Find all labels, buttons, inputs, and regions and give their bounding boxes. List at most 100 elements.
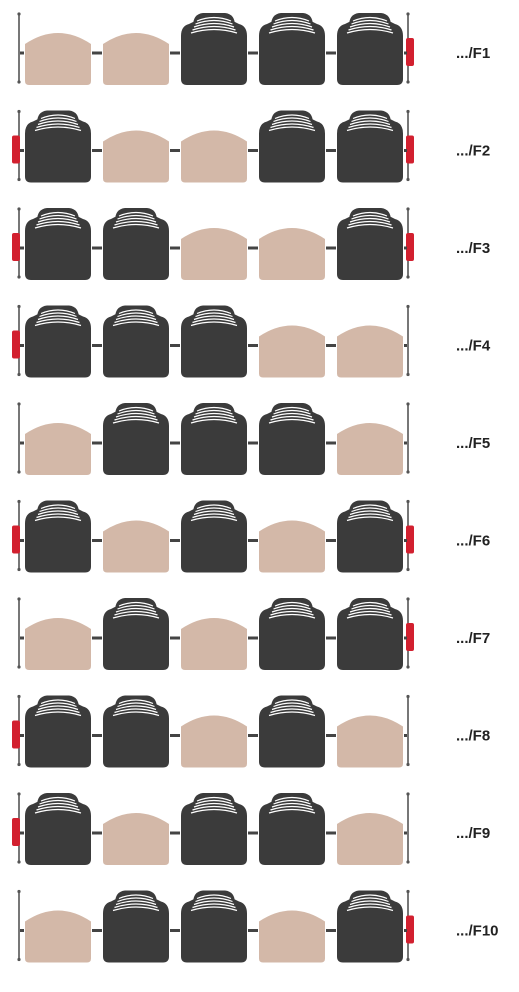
occupied-seat-shape — [337, 17, 403, 85]
seat-connector — [170, 831, 180, 835]
backrest-line — [117, 604, 155, 610]
backrest-line — [348, 903, 392, 909]
seat-empty — [181, 618, 247, 670]
backrest-line — [39, 117, 77, 123]
backrest-line — [40, 309, 76, 315]
backrest-line — [36, 220, 80, 226]
backrest-line — [190, 516, 238, 522]
seat-occupied — [25, 208, 91, 280]
seat-occupied — [259, 110, 325, 183]
seat-connector — [20, 51, 24, 55]
rail-cap — [17, 567, 21, 572]
seat-connector — [326, 344, 336, 347]
seat-backrest — [37, 500, 79, 514]
occupied-seat-shape — [181, 797, 247, 865]
rail-cap — [17, 372, 21, 377]
occupied-seat-shape — [181, 17, 247, 85]
row-label: .../F1 — [456, 45, 490, 62]
seat-backrest — [349, 890, 391, 904]
backrest-line — [34, 711, 82, 717]
occupied-seat-shape — [337, 212, 403, 280]
backrest-line — [196, 504, 232, 510]
row-label: .../F5 — [456, 435, 490, 452]
empty-seat-shape — [337, 423, 403, 475]
empty-seat-shape — [181, 618, 247, 670]
seat-empty — [103, 813, 169, 865]
seat-backrest — [193, 403, 235, 416]
backrest-line — [352, 114, 388, 120]
backrest-line — [348, 610, 392, 616]
empty-seat-shape — [259, 325, 325, 378]
seat-occupied — [103, 208, 169, 280]
empty-seat-shape — [25, 910, 91, 963]
seat-connector — [404, 929, 407, 932]
backrest-line — [112, 906, 160, 912]
seat-backrest — [271, 13, 313, 26]
seat-backrest — [193, 890, 235, 904]
backrest-line — [39, 799, 77, 805]
rail-cap — [17, 80, 21, 84]
seat-connector — [92, 929, 102, 932]
seat-backrest — [271, 403, 313, 416]
seat-occupied — [259, 403, 325, 475]
backrest-line — [115, 900, 157, 906]
seat-occupied — [25, 305, 91, 378]
backrest-line — [270, 25, 314, 31]
seat-occupied — [103, 305, 169, 378]
seat-backrest — [193, 500, 235, 514]
seat-connector — [326, 929, 336, 932]
backrest-line — [273, 19, 311, 25]
backrest-line — [36, 805, 80, 811]
rail-cap — [17, 792, 21, 796]
seat-backrest — [349, 110, 391, 124]
seat-backrest — [349, 13, 391, 26]
right-end-panel — [406, 623, 414, 651]
empty-seat-shape — [103, 33, 169, 85]
backrest-line — [114, 903, 158, 909]
seat-backrest — [271, 598, 313, 611]
backrest-line — [352, 894, 388, 900]
seat-backrest — [349, 500, 391, 514]
backrest-line — [196, 16, 232, 22]
backrest-line — [346, 126, 394, 132]
row-label: .../F3 — [456, 240, 490, 257]
backrest-line — [37, 510, 79, 516]
row-label: .../F7 — [456, 630, 490, 647]
backrest-line — [115, 705, 157, 711]
seat-occupied — [337, 500, 403, 573]
seat-row: .../F5 — [17, 402, 490, 475]
backrest-line — [118, 601, 154, 607]
backrest-line — [193, 900, 235, 906]
seat-row: .../F3 — [12, 207, 490, 280]
rail-cap — [406, 304, 410, 309]
seat-connector — [20, 246, 24, 250]
seat-empty — [25, 423, 91, 475]
seat-connector — [20, 636, 24, 640]
backrest-line — [193, 510, 235, 516]
backrest-line — [268, 126, 316, 132]
occupied-seat-shape — [25, 114, 91, 183]
seat-occupied — [25, 793, 91, 865]
backrest-line — [268, 28, 316, 34]
seat-occupied — [181, 13, 247, 85]
backrest-line — [195, 312, 233, 318]
backrest-line — [270, 805, 314, 811]
occupied-seat-shape — [25, 797, 91, 865]
seat-row: .../F10 — [17, 889, 499, 963]
seat-backrest — [115, 208, 157, 221]
backrest-line — [346, 516, 394, 522]
backrest-line — [117, 214, 155, 220]
backrest-line — [195, 897, 233, 903]
occupied-seat-shape — [103, 407, 169, 475]
occupied-seat-shape — [259, 407, 325, 475]
seat-connector — [404, 539, 407, 542]
empty-seat-shape — [25, 33, 91, 85]
seat-occupied — [181, 305, 247, 378]
backrest-line — [351, 117, 389, 123]
seat-occupied — [337, 110, 403, 183]
seat-connector — [92, 831, 102, 835]
seat-connector — [404, 734, 407, 737]
backrest-line — [273, 702, 311, 708]
row-label: .../F6 — [456, 533, 490, 550]
